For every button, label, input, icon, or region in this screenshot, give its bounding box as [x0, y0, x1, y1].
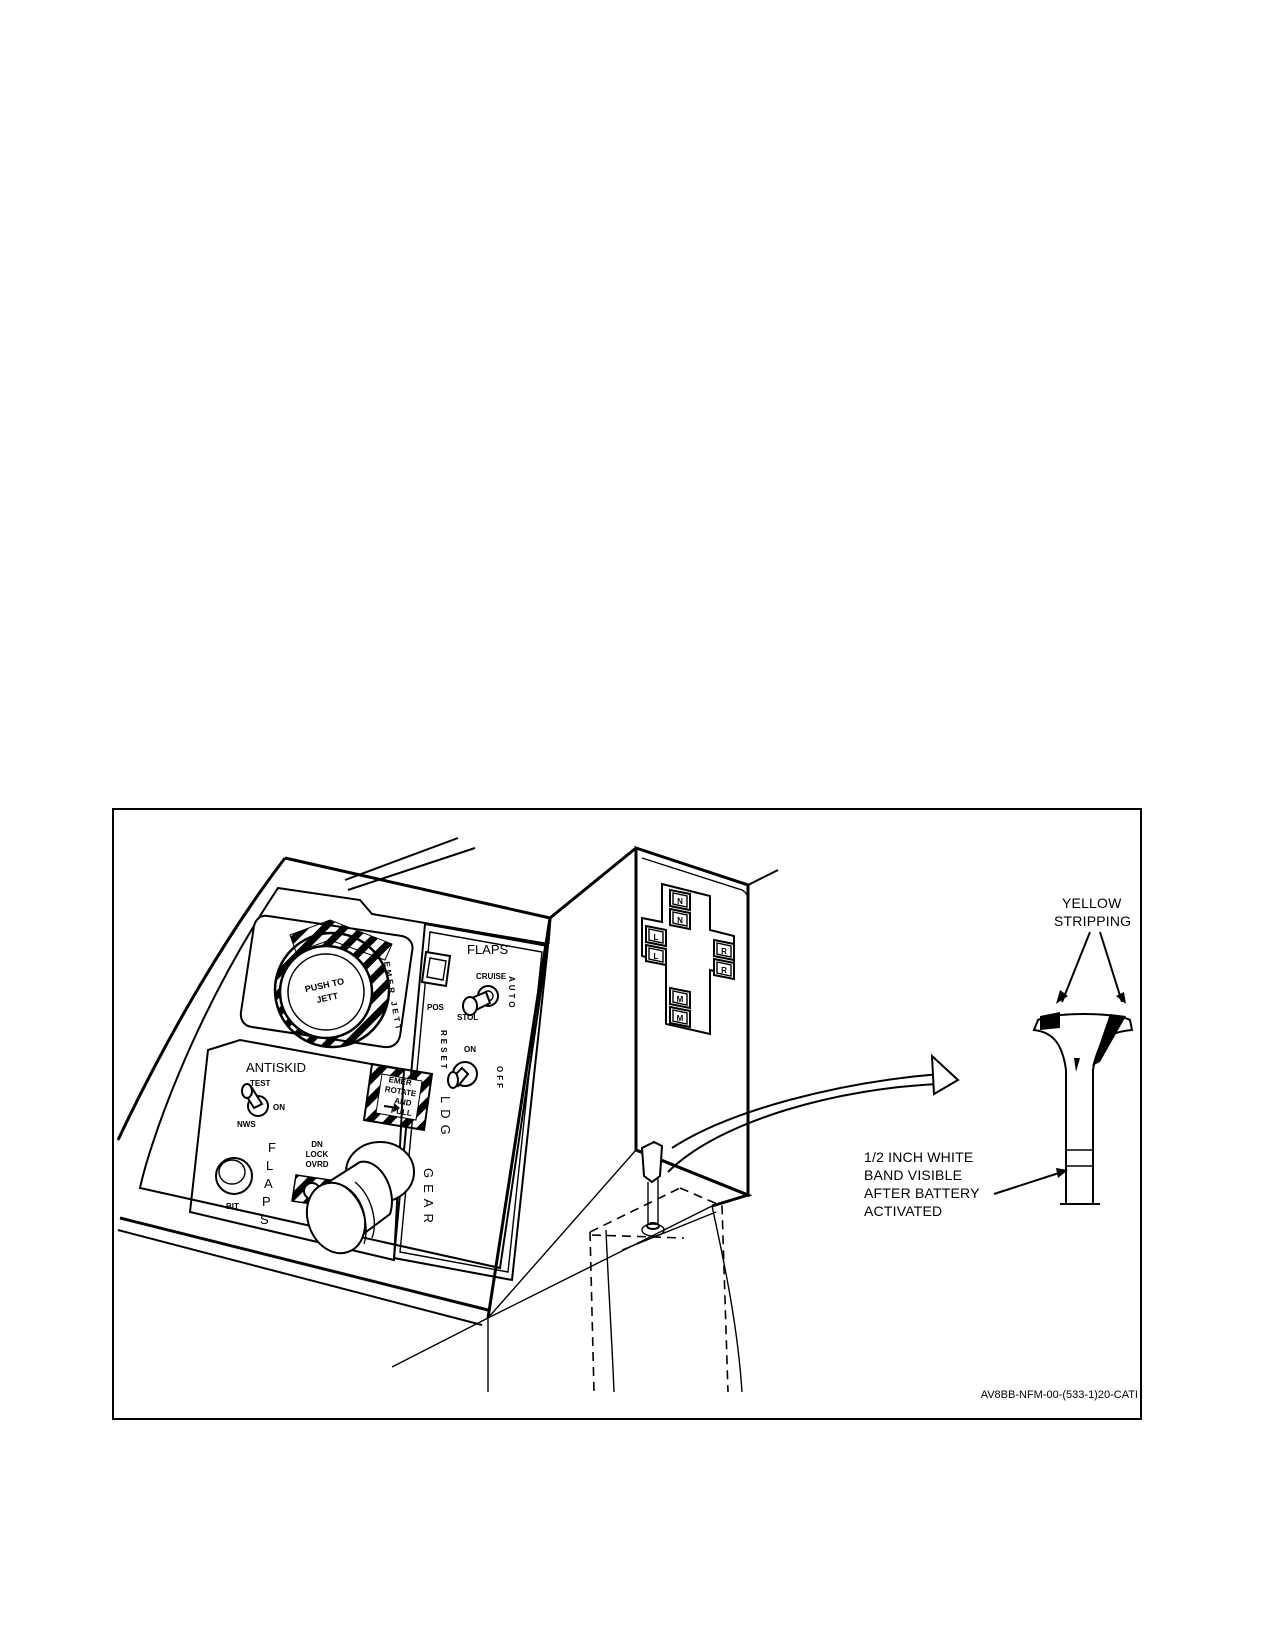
- flaps-vertical-label: F L A P S: [260, 1140, 276, 1227]
- indicator-light-array: N N L L R R M M: [641, 882, 735, 1036]
- indicator-light-label: R: [721, 947, 727, 956]
- center-pedestal: [391, 845, 779, 1393]
- bit-button[interactable]: [215, 1157, 253, 1195]
- arrow-head-icon: [393, 1103, 400, 1112]
- indicator-light-window: [672, 1009, 688, 1025]
- flaps-cruise: CRUISE: [476, 972, 507, 981]
- flaps-panel: FLAPS CRUISE POS STOL AUTO: [392, 922, 550, 1282]
- indicator-light-window: [648, 947, 664, 963]
- yellow-stripping-line2: STRIPPING: [1054, 913, 1131, 929]
- reset-toggle-switch[interactable]: [447, 1061, 478, 1089]
- indicator-light-window: [672, 892, 688, 908]
- battery-indicator-flag: [640, 1140, 665, 1237]
- indicator-light-label: N: [677, 916, 683, 925]
- reset-off-label: OFF: [495, 1066, 504, 1091]
- indicator-light-label: M: [677, 995, 684, 1004]
- dn-lock-line1: DN: [311, 1140, 323, 1149]
- white-band-line1: 1/2 INCH WHITE: [864, 1149, 973, 1165]
- flaps-pos: POS: [427, 1003, 445, 1012]
- indicator-light-window: [716, 942, 732, 958]
- figure-id-code: AV8BB-NFM-00-(533-1)20-CATI: [981, 1389, 1138, 1401]
- landing-gear-handle[interactable]: [297, 1141, 415, 1261]
- flaps-vertical-f: F: [268, 1140, 276, 1155]
- white-band-line3: AFTER BATTERY: [864, 1185, 980, 1201]
- indicator-light-window: [672, 990, 688, 1006]
- antiskid-test: TEST: [250, 1079, 271, 1088]
- flaps-auto: AUTO: [507, 976, 516, 1011]
- flaps-selector-switch[interactable]: [462, 985, 499, 1016]
- flaps-vertical-p: P: [262, 1194, 271, 1209]
- reset-label: RESET: [439, 1030, 448, 1072]
- indicator-light-label: L: [654, 933, 659, 942]
- yellow-stripping-callout: YELLOW STRIPPING: [1054, 895, 1131, 1004]
- indicator-light-window: [648, 928, 664, 944]
- flaps-stol: STOL: [457, 1013, 478, 1022]
- reset-on-label: ON: [464, 1045, 476, 1054]
- callout-arrow: [667, 1053, 960, 1173]
- emer-rotate-pull-placard: EMER ROTATE AND PULL: [362, 1062, 434, 1132]
- figure-frame: [112, 808, 1142, 1420]
- antiskid-nws: NWS: [237, 1120, 256, 1129]
- flaps-vertical-s: S: [260, 1212, 269, 1227]
- antiskid-title: ANTISKID: [246, 1060, 306, 1075]
- reset-switch-group: RESET ON OFF: [439, 1030, 504, 1091]
- flaps-vertical-a: A: [264, 1176, 273, 1191]
- yellow-stripping-line1: YELLOW: [1062, 895, 1122, 911]
- indicator-light-window: [672, 911, 688, 927]
- ldg-label: LDG: [438, 1096, 453, 1141]
- emer-jett-button[interactable]: PUSH TO JETT EMER JETT: [239, 914, 414, 1049]
- indicator-light-label: R: [721, 966, 727, 975]
- flaps-vertical-l: L: [266, 1158, 273, 1173]
- push-to-jett-line2: JETT: [315, 991, 339, 1005]
- dn-lock-line2: LOCK: [306, 1150, 329, 1159]
- indicator-light-window: [716, 961, 732, 977]
- flaps-position-indicator: [420, 950, 452, 988]
- left-console: [116, 837, 552, 1326]
- white-band-line2: BAND VISIBLE: [864, 1167, 962, 1183]
- indicator-light-label: M: [677, 1014, 684, 1023]
- antiskid-on: ON: [273, 1103, 285, 1112]
- white-band-callout: 1/2 INCH WHITE BAND VISIBLE AFTER BATTER…: [864, 1149, 1068, 1219]
- flaps-title: FLAPS: [467, 942, 509, 957]
- gear-label: GEAR: [421, 1168, 436, 1229]
- indicator-light-label: N: [677, 897, 683, 906]
- emer-rotate-line1: EMER: [388, 1075, 412, 1088]
- dn-lock-line3: OVRD: [305, 1160, 328, 1169]
- bit-label: BIT: [226, 1202, 239, 1211]
- indicator-light-label: L: [654, 952, 659, 961]
- white-band-line4: ACTIVATED: [864, 1203, 942, 1219]
- antiskid-toggle-switch[interactable]: [241, 1083, 269, 1117]
- indicator-flag-detail: [1032, 1012, 1134, 1205]
